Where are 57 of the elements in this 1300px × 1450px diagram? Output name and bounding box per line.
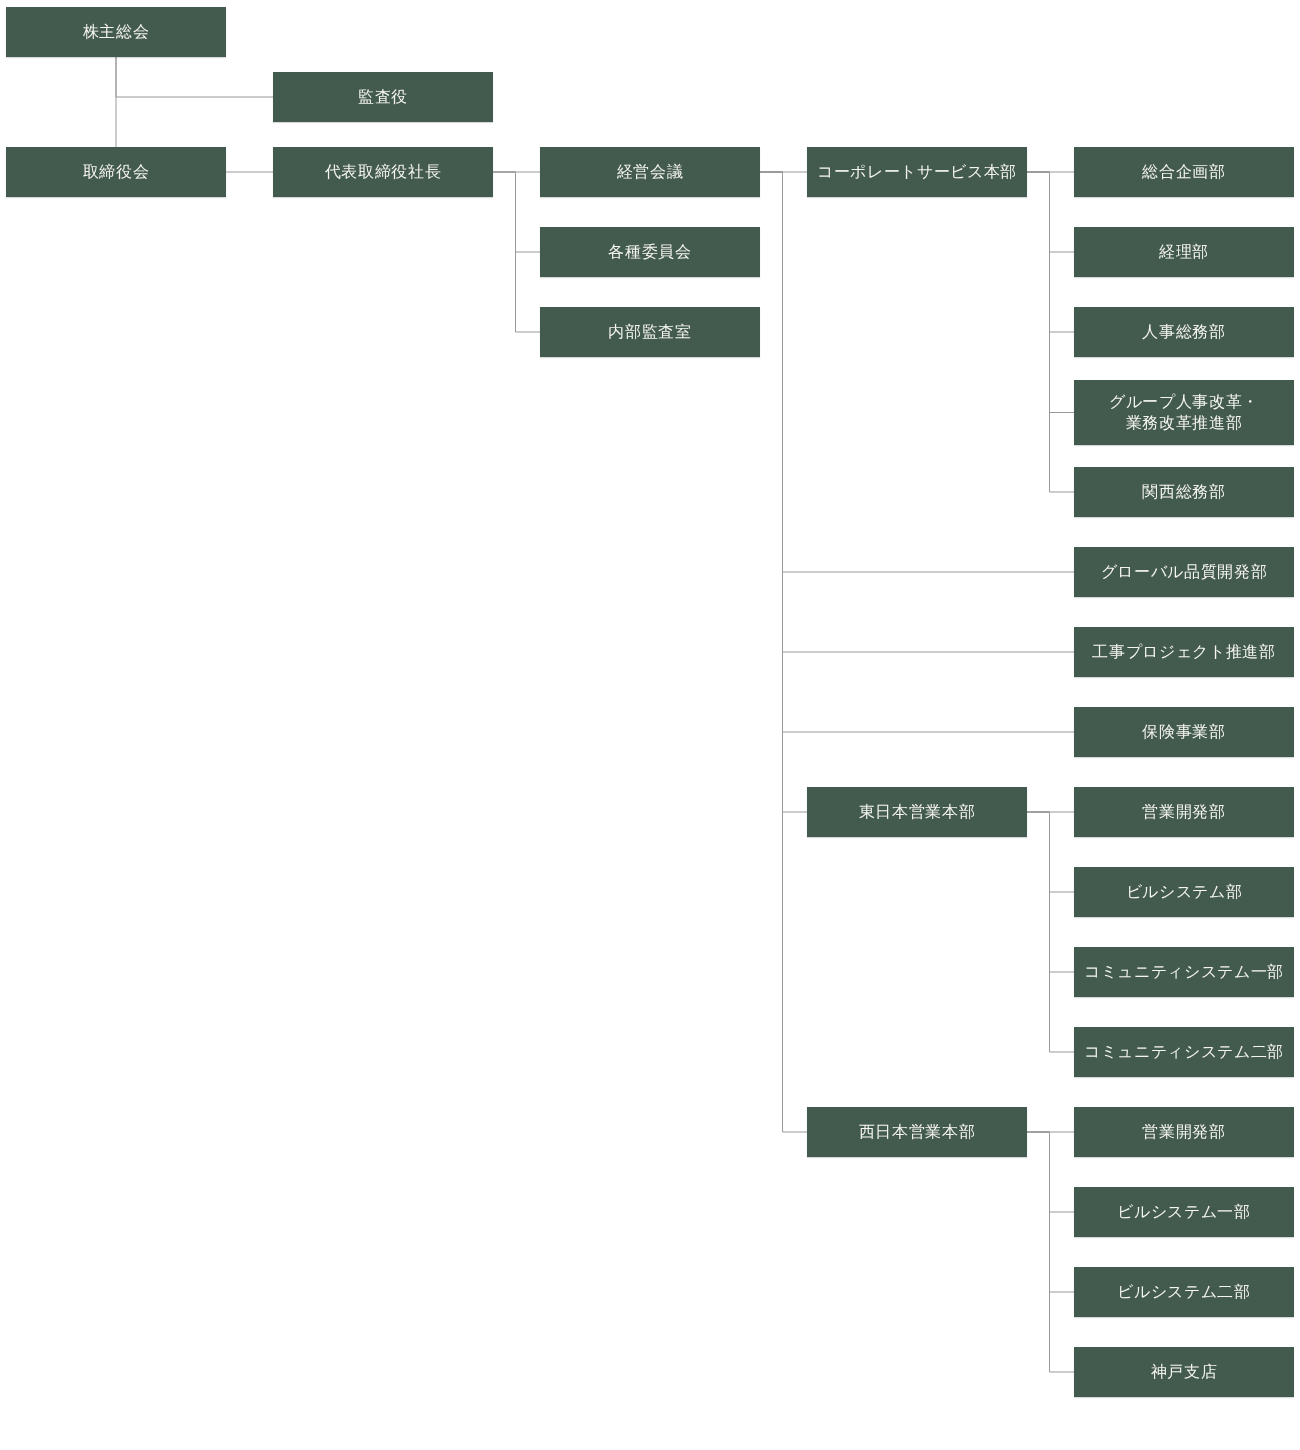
- unit-name: 工事プロジェクト推進部: [1092, 641, 1276, 663]
- org-unit-box: [6, 7, 226, 57]
- unit-name: コーポレートサービス本部: [817, 161, 1017, 183]
- unit-name: 代表取締役社長: [324, 161, 442, 183]
- org-unit-box: [1074, 947, 1294, 997]
- unit-name: ビルシステム二部: [1117, 1281, 1251, 1303]
- org-unit-box: [540, 227, 760, 277]
- org-unit-box: [1074, 867, 1294, 917]
- org-unit-box: [540, 307, 760, 357]
- connector-line: [225, 171, 274, 173]
- unit-name: 内部監査室: [608, 321, 692, 343]
- org-unit-box: [273, 72, 493, 122]
- unit-name: 神戸支店: [1150, 1361, 1218, 1383]
- unit-name: 経理部: [1159, 241, 1209, 263]
- unit-name: 人事総務部: [1142, 321, 1226, 343]
- unit-name: 経営会議: [616, 161, 684, 183]
- unit-name: ビルシステム部: [1125, 881, 1243, 903]
- org-unit-box: [1074, 1267, 1294, 1317]
- connector-line: [1026, 811, 1075, 1053]
- unit-name: ビルシステム一部: [1117, 1201, 1251, 1223]
- org-unit-box: [807, 1107, 1027, 1157]
- org-unit-box: [1074, 1347, 1294, 1397]
- unit-name: 関西総務部: [1142, 481, 1226, 503]
- org-unit-box: [807, 147, 1027, 197]
- unit-name: グローバル品質開発部: [1100, 561, 1268, 583]
- org-unit-box: [6, 147, 226, 197]
- org-unit-box: [1074, 1027, 1294, 1077]
- unit-name: 西日本営業本部: [858, 1121, 976, 1143]
- org-unit-box: [1074, 467, 1294, 517]
- unit-name: 総合企画部: [1142, 161, 1226, 183]
- unit-name: 株主総会: [82, 21, 150, 43]
- unit-name: グループ人事改革・業務改革推進部: [1108, 391, 1260, 434]
- org-unit-box: [1074, 547, 1294, 597]
- org-unit-box: [1074, 627, 1294, 677]
- org-unit-box: [1074, 380, 1294, 445]
- org-unit-box: [1074, 1187, 1294, 1237]
- unit-name: 営業開発部: [1142, 1121, 1226, 1143]
- unit-name: 取締役会: [82, 161, 150, 183]
- org-unit-box: [1074, 227, 1294, 277]
- connector-line: [492, 171, 541, 333]
- org-unit-box: [540, 147, 760, 197]
- org-unit-box: [1074, 147, 1294, 197]
- unit-name: 各種委員会: [608, 241, 692, 263]
- org-unit-box: [1074, 1107, 1294, 1157]
- unit-name: コミュニティシステム二部: [1084, 1041, 1284, 1063]
- connector-line: [1026, 1131, 1075, 1373]
- org-unit-box: [273, 147, 493, 197]
- unit-name: 保険事業部: [1142, 721, 1226, 743]
- org-unit-box: [807, 787, 1027, 837]
- org-unit-box: [1074, 707, 1294, 757]
- unit-name: コミュニティシステム一部: [1084, 961, 1284, 983]
- unit-name: 東日本営業本部: [858, 801, 976, 823]
- org-unit-box: [1074, 307, 1294, 357]
- unit-name: 監査役: [358, 86, 408, 108]
- org-unit-box: [1074, 787, 1294, 837]
- connector-line: [115, 56, 274, 98]
- unit-name: 営業開発部: [1142, 801, 1226, 823]
